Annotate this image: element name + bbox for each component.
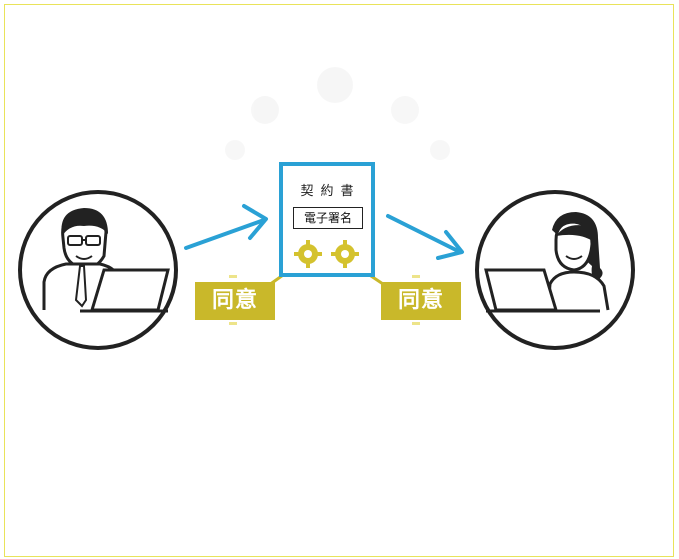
agree-label-right: 同意: [381, 282, 461, 320]
contract-document: 契約書 電子署名: [279, 162, 375, 277]
arrow-right-icon: [386, 214, 464, 260]
arrow-right-icon: [184, 204, 268, 250]
man-with-laptop-icon: [18, 190, 178, 350]
document-title: 契約書: [300, 184, 361, 199]
gear-seal-icon: [294, 240, 322, 268]
woman-with-laptop-icon: [475, 190, 635, 350]
agree-label-left: 同意: [195, 282, 275, 320]
sparkle-decoration: [229, 275, 420, 325]
faint-background-glow: [225, 67, 450, 160]
gear-seal-icon: [331, 240, 359, 268]
e-signature-box: 電子署名: [293, 207, 363, 229]
